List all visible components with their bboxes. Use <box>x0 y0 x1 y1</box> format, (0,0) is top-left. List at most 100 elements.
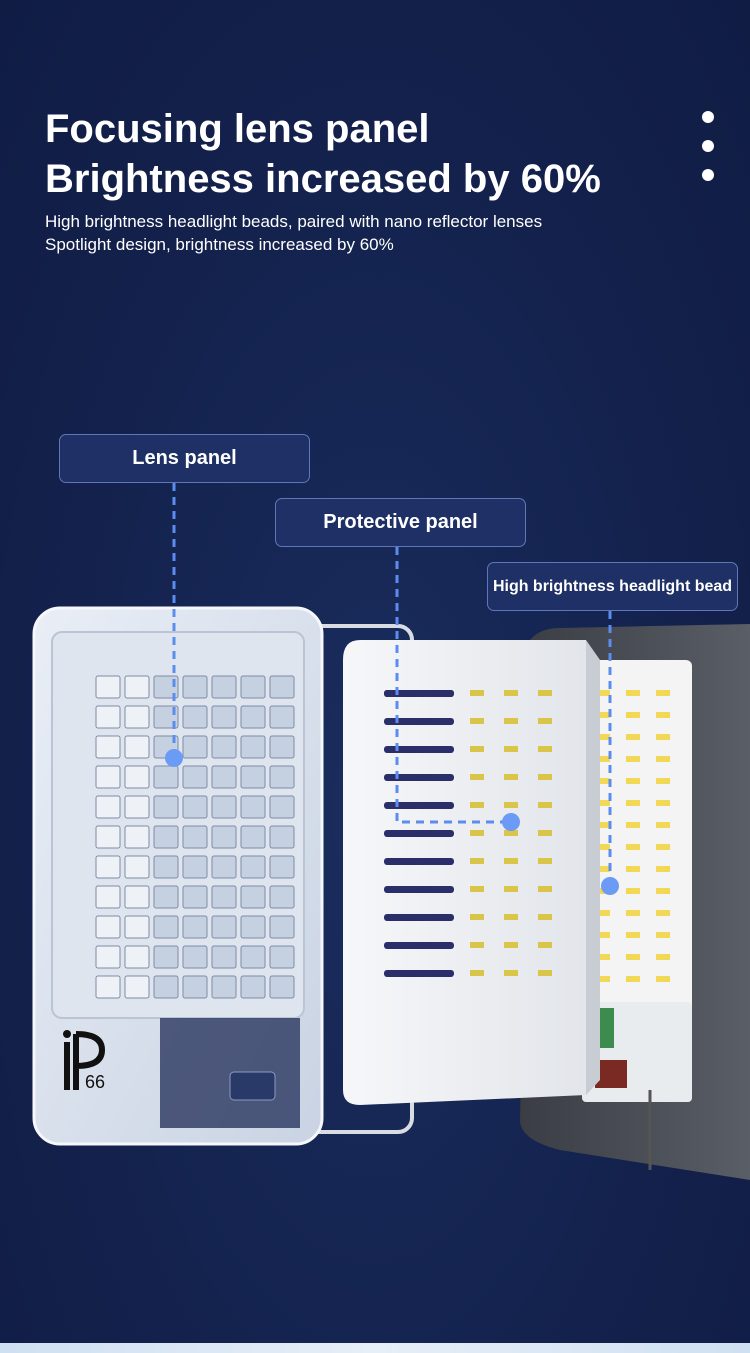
ip-rating-logo <box>63 1030 106 1090</box>
bottom-divider <box>0 1343 750 1353</box>
lens-cell <box>240 765 266 789</box>
lens-cell <box>182 855 208 879</box>
lens-cell <box>269 915 295 939</box>
led-bead <box>596 712 610 718</box>
dot-icon <box>702 169 714 181</box>
led-bead <box>596 932 610 938</box>
leader-lines <box>172 483 612 885</box>
lens-cell <box>182 735 208 759</box>
lens-cell <box>240 735 266 759</box>
lens-cell <box>240 915 266 939</box>
led-board <box>590 660 692 1100</box>
lens-cell <box>153 675 179 699</box>
description-line-2: Spotlight design, brightness increased b… <box>45 235 394 254</box>
lens-cell <box>211 915 237 939</box>
lens-cell <box>182 795 208 819</box>
led-bead <box>504 746 518 752</box>
lens-cell <box>269 975 295 999</box>
led-bead <box>504 802 518 808</box>
lens-cell <box>269 885 295 909</box>
led-bead <box>504 774 518 780</box>
led-bead <box>470 914 484 920</box>
panel-slot <box>384 802 454 809</box>
lens-cell <box>124 855 150 879</box>
lens-cell <box>182 975 208 999</box>
lens-cell <box>211 825 237 849</box>
panel-slot <box>384 914 454 921</box>
led-bead <box>470 886 484 892</box>
lens-cell <box>95 705 121 729</box>
lens-cell <box>269 825 295 849</box>
page-title: Focusing lens panel Brightness increased… <box>45 104 601 204</box>
lens-cell <box>153 705 179 729</box>
description: High brightness headlight beads, paired … <box>45 210 542 256</box>
led-bead <box>596 800 610 806</box>
capacitor <box>595 1060 627 1088</box>
lens-cell <box>211 765 237 789</box>
led-bead <box>470 718 484 724</box>
lens-cell <box>269 735 295 759</box>
more-menu-icon[interactable] <box>702 111 714 198</box>
led-bead <box>656 888 670 894</box>
led-bead <box>596 910 610 916</box>
lens-cell <box>211 945 237 969</box>
callout-lens-panel: Lens panel <box>59 434 310 483</box>
led-bead <box>656 954 670 960</box>
lens-cell <box>182 825 208 849</box>
lens-cell <box>182 675 208 699</box>
led-bead <box>538 718 552 724</box>
panel-slot <box>384 830 454 837</box>
led-bead <box>626 778 640 784</box>
panel-slot <box>384 970 454 977</box>
lens-cell <box>95 795 121 819</box>
led-bead <box>538 914 552 920</box>
led-bead <box>470 802 484 808</box>
led-bead <box>656 712 670 718</box>
led-bead <box>538 858 552 864</box>
led-bead <box>656 778 670 784</box>
led-bead <box>538 690 552 696</box>
protective-panel <box>343 640 600 1105</box>
led-bead <box>626 976 640 982</box>
led-bead <box>626 734 640 740</box>
led-bead <box>596 844 610 850</box>
panel-slot <box>384 942 454 949</box>
led-bead <box>596 822 610 828</box>
led-bead <box>538 886 552 892</box>
lens-cell <box>95 675 121 699</box>
lens-cell <box>153 795 179 819</box>
led-bead <box>596 756 610 762</box>
lens-cell <box>211 795 237 819</box>
lens-cell <box>95 765 121 789</box>
dot-icon <box>702 111 714 123</box>
led-bead <box>470 970 484 976</box>
led-bead <box>470 774 484 780</box>
lens-cell <box>124 765 150 789</box>
led-bead <box>656 756 670 762</box>
lens-cell <box>240 885 266 909</box>
lens-cell <box>240 675 266 699</box>
lens-cell <box>153 885 179 909</box>
led-bead <box>656 910 670 916</box>
callout-protective-panel: Protective panel <box>275 498 526 547</box>
led-bead <box>626 910 640 916</box>
led-bead <box>538 774 552 780</box>
lens-cell <box>124 795 150 819</box>
led-bead <box>626 954 640 960</box>
led-bead <box>596 734 610 740</box>
lens-cell <box>153 825 179 849</box>
lens-cell <box>269 765 295 789</box>
led-bead <box>626 822 640 828</box>
led-bead <box>504 970 518 976</box>
lens-cell <box>211 705 237 729</box>
protective-panel-slots <box>384 690 552 977</box>
lens-cell <box>240 975 266 999</box>
lens-cell <box>269 795 295 819</box>
led-bead <box>626 756 640 762</box>
lens-cell <box>182 885 208 909</box>
lens-cell <box>269 675 295 699</box>
panel-slot <box>384 690 454 697</box>
led-bead <box>470 858 484 864</box>
led-bead <box>656 844 670 850</box>
